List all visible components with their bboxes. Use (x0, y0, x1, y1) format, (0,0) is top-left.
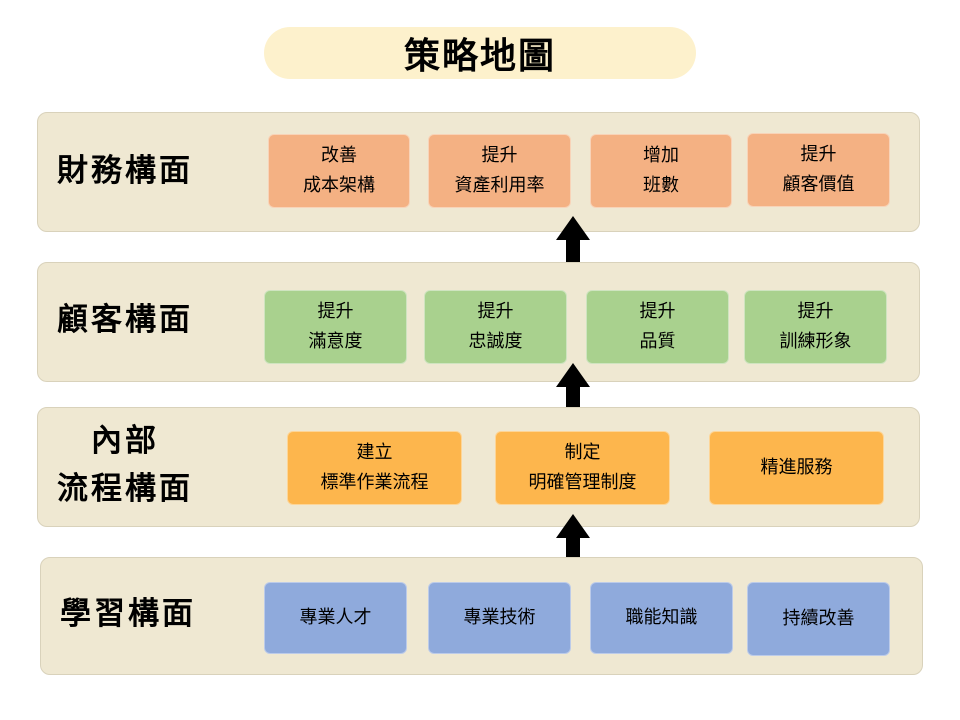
process-layer-label-line1: 內部 (91, 423, 159, 459)
customer-box-quality: 提升 品質 (586, 290, 729, 364)
financial-box-customer-value: 提升 顧客價值 (747, 133, 890, 207)
process-layer-label-line2: 流程構面 (57, 471, 193, 507)
customer-box-satisfaction: 提升 滿意度 (264, 290, 407, 364)
process-box-improve-service: 精進服務 (709, 431, 884, 505)
customer-layer-label: 顧客構面 (57, 302, 193, 338)
customer-box-training-image: 提升 訓練形象 (744, 290, 887, 364)
financial-box-cost-structure: 改善 成本架構 (268, 134, 410, 208)
learning-box-technology: 專業技術 (428, 582, 571, 654)
process-box-sop: 建立 標準作業流程 (287, 431, 462, 505)
diagram-title: 策略地圖 (264, 27, 696, 79)
customer-box-loyalty: 提升 忠誠度 (424, 290, 567, 364)
up-arrow-icon (556, 514, 590, 569)
financial-box-more-classes: 增加 班數 (590, 134, 732, 208)
up-arrow-icon (556, 363, 590, 418)
financial-box-asset-utilization: 提升 資產利用率 (428, 134, 571, 208)
process-box-management-system: 制定 明確管理制度 (495, 431, 670, 505)
learning-box-knowledge: 職能知識 (590, 582, 733, 654)
up-arrow-icon (556, 216, 590, 271)
learning-box-continuous-improvement: 持續改善 (747, 582, 890, 656)
learning-box-professionals: 專業人才 (264, 582, 407, 654)
financial-layer-label: 財務構面 (57, 153, 193, 189)
learning-layer-label: 學習構面 (60, 596, 196, 632)
